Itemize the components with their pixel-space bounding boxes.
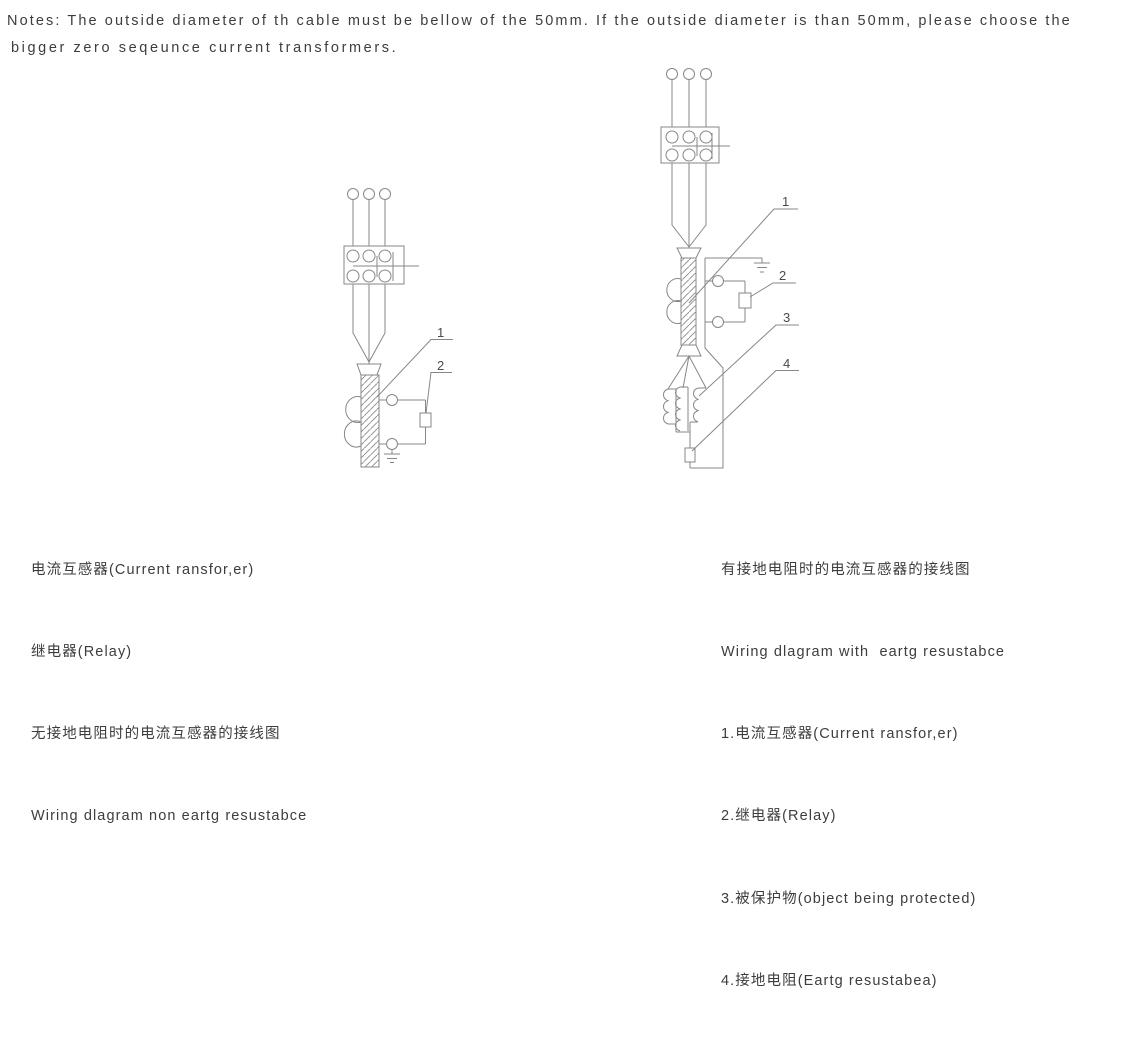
- right-diagram-captions: 有接地电阻时的电流互感器的接线图 Wiring dlagram with ear…: [721, 502, 1005, 1050]
- callout-1: 1: [688, 194, 798, 304]
- ground-symbol: [384, 449, 400, 463]
- callout-3: 3: [698, 310, 799, 397]
- caption-line: 无接地电阻时的电流互感器的接线图: [31, 726, 281, 743]
- notes-line-2: bigger zero seqeunce current transformer…: [11, 40, 399, 56]
- phase-terminal-circles: [666, 68, 712, 80]
- ct-core-hatched: [360, 374, 380, 468]
- relay-box: [419, 412, 432, 428]
- wiring-diagrams-svg: 1 2: [343, 68, 799, 469]
- ct-secondary-coil: [343, 396, 363, 448]
- earth-resistor-box: [684, 447, 696, 463]
- notes-text: Notes: The outside diameter of th cable …: [7, 8, 1132, 62]
- caption-line: 有接地电阻时的电流互感器的接线图: [721, 561, 971, 578]
- ct-secondary-coil: [666, 278, 683, 324]
- callout-2: 2: [749, 268, 796, 298]
- protected-object: [663, 355, 707, 433]
- callout-label-1: 1: [782, 194, 789, 209]
- caption-line: 电流互感器(Current ransfor,er): [31, 561, 255, 578]
- caption-line: 继电器(Relay): [31, 644, 133, 661]
- cable-funnel-bottom: [676, 344, 702, 357]
- cable-funnel-top: [676, 247, 702, 259]
- cable-funnel: [356, 363, 382, 376]
- callout-label-2: 2: [437, 358, 444, 373]
- callout-label-1: 1: [437, 325, 444, 340]
- secondary-circuit: [690, 257, 770, 469]
- caption-line: 4.接地电阻(Eartg resustabea): [721, 972, 938, 989]
- right-wiring-diagram: 1 2 3 4: [660, 68, 799, 469]
- caption-line: 2.继电器(Relay): [721, 808, 837, 825]
- secondary-terminal: [386, 394, 398, 406]
- caption-line: Wiring dlagram with eartg resustabce: [721, 644, 1006, 661]
- secondary-terminal: [712, 316, 724, 328]
- callout-label-2: 2: [779, 268, 786, 283]
- secondary-terminal: [386, 438, 398, 450]
- callout-2: 2: [425, 358, 452, 414]
- caption-line: 1.电流互感器(Current ransfor,er): [721, 726, 959, 743]
- secondary-circuit: [379, 394, 432, 463]
- phase-conductor-lines: [671, 79, 707, 248]
- left-wiring-diagram: 1 2: [343, 188, 453, 468]
- left-diagram-captions: 电流互感器(Current ransfor,er) 继电器(Relay) 无接地…: [31, 502, 307, 886]
- notes-line-1: Notes: The outside diameter of th cable …: [7, 13, 1072, 29]
- earth-resistance: [684, 432, 696, 468]
- ground-symbol: [754, 258, 770, 273]
- callout-label-4: 4: [783, 356, 790, 371]
- manual-page: Notes: The outside diameter of th cable …: [7, 8, 1132, 989]
- callout-1: 1: [376, 325, 453, 398]
- caption-line: 3.被保护物(object being protected): [721, 890, 977, 907]
- caption-line: Wiring dlagram non eartg resustabce: [31, 808, 308, 825]
- terminal-block: [343, 245, 419, 285]
- ct-core-hatched: [680, 257, 697, 346]
- callout-4: 4: [691, 356, 799, 452]
- terminal-block: [660, 126, 730, 164]
- relay-box: [738, 292, 752, 309]
- callout-label-3: 3: [783, 310, 790, 325]
- phase-terminal-circles: [347, 188, 391, 200]
- secondary-terminal: [712, 275, 724, 287]
